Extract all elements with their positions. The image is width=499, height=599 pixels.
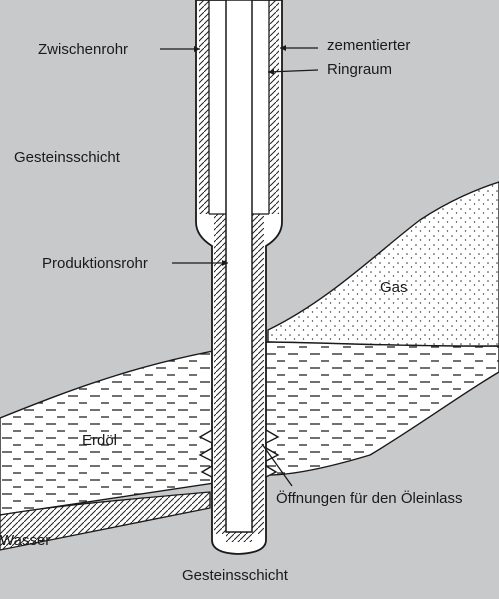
inlet-perforations <box>198 428 280 479</box>
leader-annulus-2 <box>267 69 319 73</box>
leader-openings <box>261 443 293 487</box>
label-cemented-annulus-2: Ringraum <box>327 61 392 78</box>
label-intermediate-pipe: Zwischenrohr <box>38 41 128 58</box>
label-rock-layer-bottom: Gesteinsschicht <box>182 567 289 584</box>
label-gas: Gas <box>380 279 408 296</box>
production-pipe-bore <box>225 0 253 533</box>
label-water: Wasser <box>0 532 50 549</box>
label-inlet-openings: Öffnungen für den Öleinlass <box>276 489 463 507</box>
label-cemented-annulus-1: zementierter <box>327 37 410 54</box>
label-production-pipe: Produktionsrohr <box>42 255 148 272</box>
label-rock-layer-top: Gesteinsschicht <box>14 149 121 166</box>
label-oil: Erdöl <box>82 432 117 449</box>
